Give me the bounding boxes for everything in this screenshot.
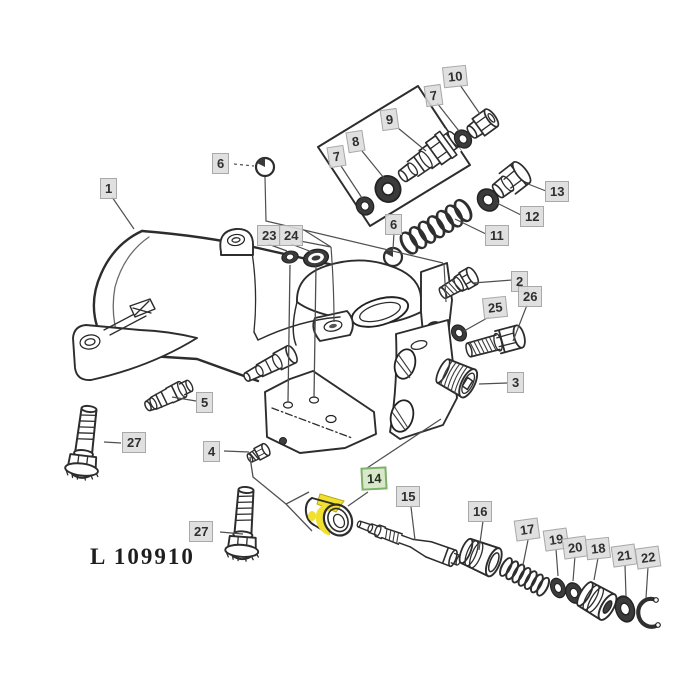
callout-25[interactable]: 25 — [481, 295, 509, 320]
callout-3[interactable]: 3 — [507, 372, 525, 393]
leader-lines — [103, 84, 649, 599]
callout-23[interactable]: 23 — [257, 225, 282, 246]
housing-part-1 — [72, 228, 344, 383]
callout-10[interactable]: 10 — [441, 64, 469, 89]
part-27-bolt-left — [62, 403, 108, 483]
part-22-snap-ring — [636, 596, 661, 629]
callout-6-top[interactable]: 6 — [212, 153, 230, 174]
callout-11[interactable]: 11 — [485, 225, 509, 246]
callout-16[interactable]: 16 — [468, 501, 493, 522]
part-11-spring — [396, 196, 476, 258]
callout-7-box-left[interactable]: 7 — [326, 144, 347, 169]
callout-6-mid[interactable]: 6 — [385, 214, 403, 235]
callout-24[interactable]: 24 — [279, 225, 304, 246]
callout-26[interactable]: 26 — [518, 286, 543, 307]
part-16-cup — [458, 537, 503, 578]
part-23-ring — [280, 248, 300, 266]
callout-1[interactable]: 1 — [100, 178, 118, 199]
part-26-bolt — [465, 324, 526, 358]
part-24-seal — [302, 248, 330, 268]
part-3-plug — [435, 358, 479, 399]
part-17-spring — [496, 555, 553, 599]
part-6-ball-top — [254, 156, 276, 178]
callout-17[interactable]: 17 — [513, 517, 541, 542]
part-27-bolt-lower — [223, 484, 265, 564]
part-19-ring — [547, 575, 569, 601]
callout-15[interactable]: 15 — [396, 486, 421, 507]
callout-27-left[interactable]: 27 — [122, 432, 147, 453]
part-15-spool — [356, 520, 462, 569]
callout-21[interactable]: 21 — [610, 543, 638, 568]
callout-13[interactable]: 13 — [545, 181, 570, 202]
callout-14-highlighted[interactable]: 14 — [360, 466, 389, 491]
part-9-valve-cartridge — [397, 128, 462, 183]
part-5-pin — [144, 378, 194, 412]
callout-8[interactable]: 8 — [345, 129, 366, 154]
valve-body — [253, 259, 458, 454]
part-7-oring-left — [352, 193, 378, 219]
callout-12[interactable]: 12 — [520, 206, 545, 227]
callout-9[interactable]: 9 — [379, 107, 400, 132]
callout-22[interactable]: 22 — [634, 545, 662, 570]
callout-7-box-top[interactable]: 7 — [423, 83, 444, 108]
part-13-plug — [491, 160, 532, 199]
callout-5[interactable]: 5 — [196, 392, 214, 413]
part-4-screw — [246, 442, 271, 463]
part-14-cap-highlighted[interactable] — [304, 493, 358, 540]
part-10-plug — [466, 108, 500, 139]
part-25-washer — [447, 321, 471, 345]
callout-27-lower[interactable]: 27 — [189, 521, 214, 542]
part-18-piston — [576, 581, 618, 621]
figure-part-number: L 109910 — [90, 544, 195, 569]
callout-18[interactable]: 18 — [584, 536, 612, 561]
callout-4[interactable]: 4 — [203, 441, 221, 462]
